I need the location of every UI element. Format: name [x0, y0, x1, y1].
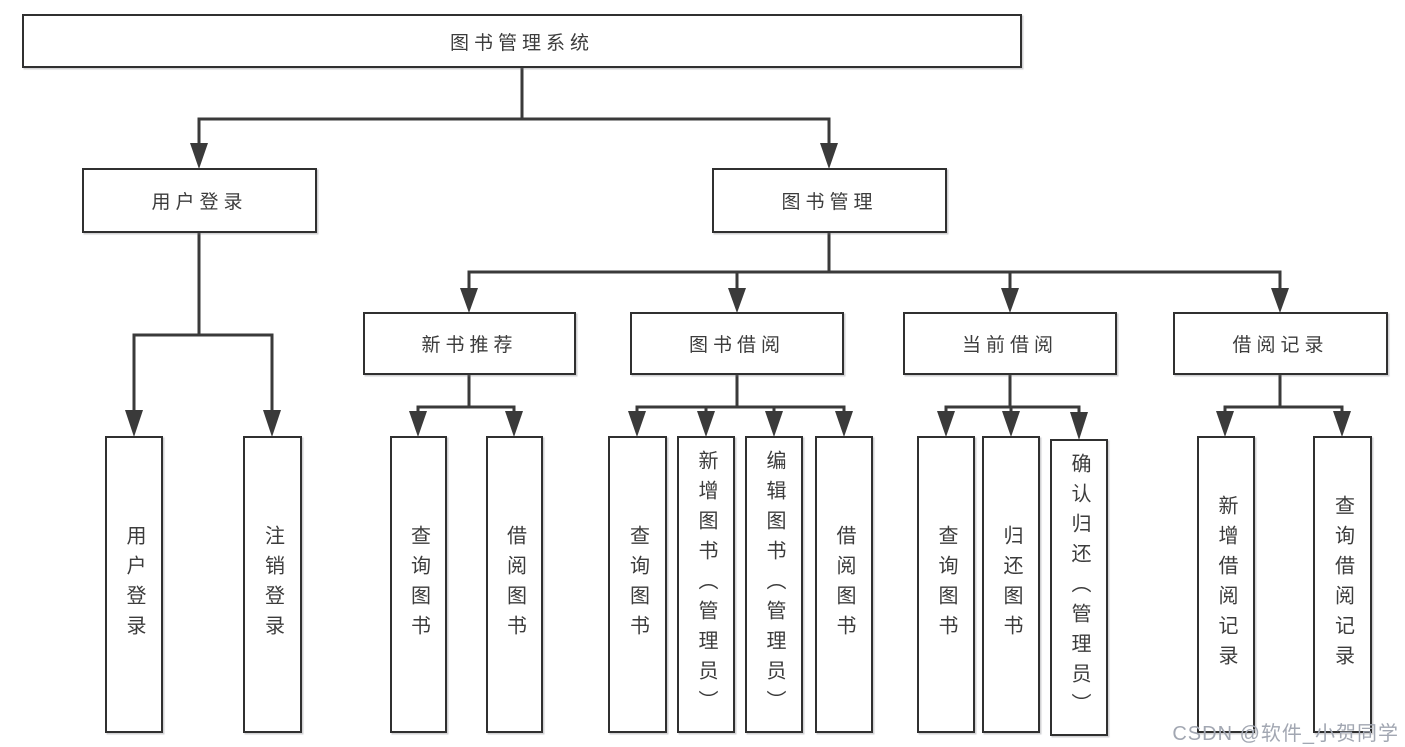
node-current-borrowing: 当前借阅: [903, 312, 1117, 375]
node-user-login: 用户登录: [82, 168, 317, 233]
node-label: 查询借阅记录: [1331, 494, 1354, 675]
node-label: 图书管理系统: [449, 32, 594, 54]
leaf-return-books: 归还图书: [982, 436, 1040, 733]
node-label: 查询图书: [935, 524, 957, 645]
node-label: 借阅记录: [1232, 335, 1329, 356]
leaf-query-borrow-record: 查询借阅记录: [1313, 436, 1372, 733]
leaf-confirm-return-admin: 确认归还（管理员）: [1050, 439, 1108, 736]
node-label: 图书借阅: [688, 335, 785, 356]
leaf-edit-books-admin: 编辑图书（管理员）: [745, 436, 803, 733]
leaf-query-books-current: 查询图书: [917, 436, 975, 733]
node-label: 确认归还（管理员）: [1068, 452, 1090, 723]
node-label: 查询图书: [626, 524, 649, 645]
node-label: 用户登录: [151, 192, 248, 213]
node-label: 查询图书: [407, 524, 430, 645]
watermark: CSDN @软件_小贺同学: [1172, 723, 1399, 745]
node-label: 编辑图书（管理员）: [763, 449, 785, 720]
node-label: 归还图书: [1000, 524, 1022, 645]
node-label: 借阅图书: [833, 524, 855, 645]
node-label: 新书推荐: [421, 335, 518, 356]
node-label: 借阅图书: [503, 524, 526, 645]
node-book-management: 图书管理: [712, 168, 947, 233]
leaf-add-borrow-record: 新增借阅记录: [1197, 436, 1255, 733]
node-book-borrowing: 图书借阅: [630, 312, 844, 375]
leaf-logout: 注销登录: [243, 436, 302, 733]
node-label: 用户登录: [123, 524, 145, 645]
node-label: 注销登录: [261, 524, 284, 645]
node-borrowing-records: 借阅记录: [1173, 312, 1388, 375]
leaf-query-books-recommend: 查询图书: [390, 436, 447, 733]
node-new-book-recommend: 新书推荐: [363, 312, 576, 375]
leaf-add-books-admin: 新增图书（管理员）: [677, 436, 735, 733]
node-library-system: 图书管理系统: [22, 14, 1022, 68]
leaf-borrow-books-recommend: 借阅图书: [486, 436, 543, 733]
leaf-borrow-books: 借阅图书: [815, 436, 873, 733]
node-label: 图书管理: [781, 192, 878, 213]
leaf-query-books-borrowing: 查询图书: [608, 436, 667, 733]
node-label: 当前借阅: [961, 335, 1058, 356]
node-label: 新增图书（管理员）: [695, 449, 717, 720]
node-label: 新增借阅记录: [1215, 494, 1237, 675]
leaf-user-login: 用户登录: [105, 436, 163, 733]
